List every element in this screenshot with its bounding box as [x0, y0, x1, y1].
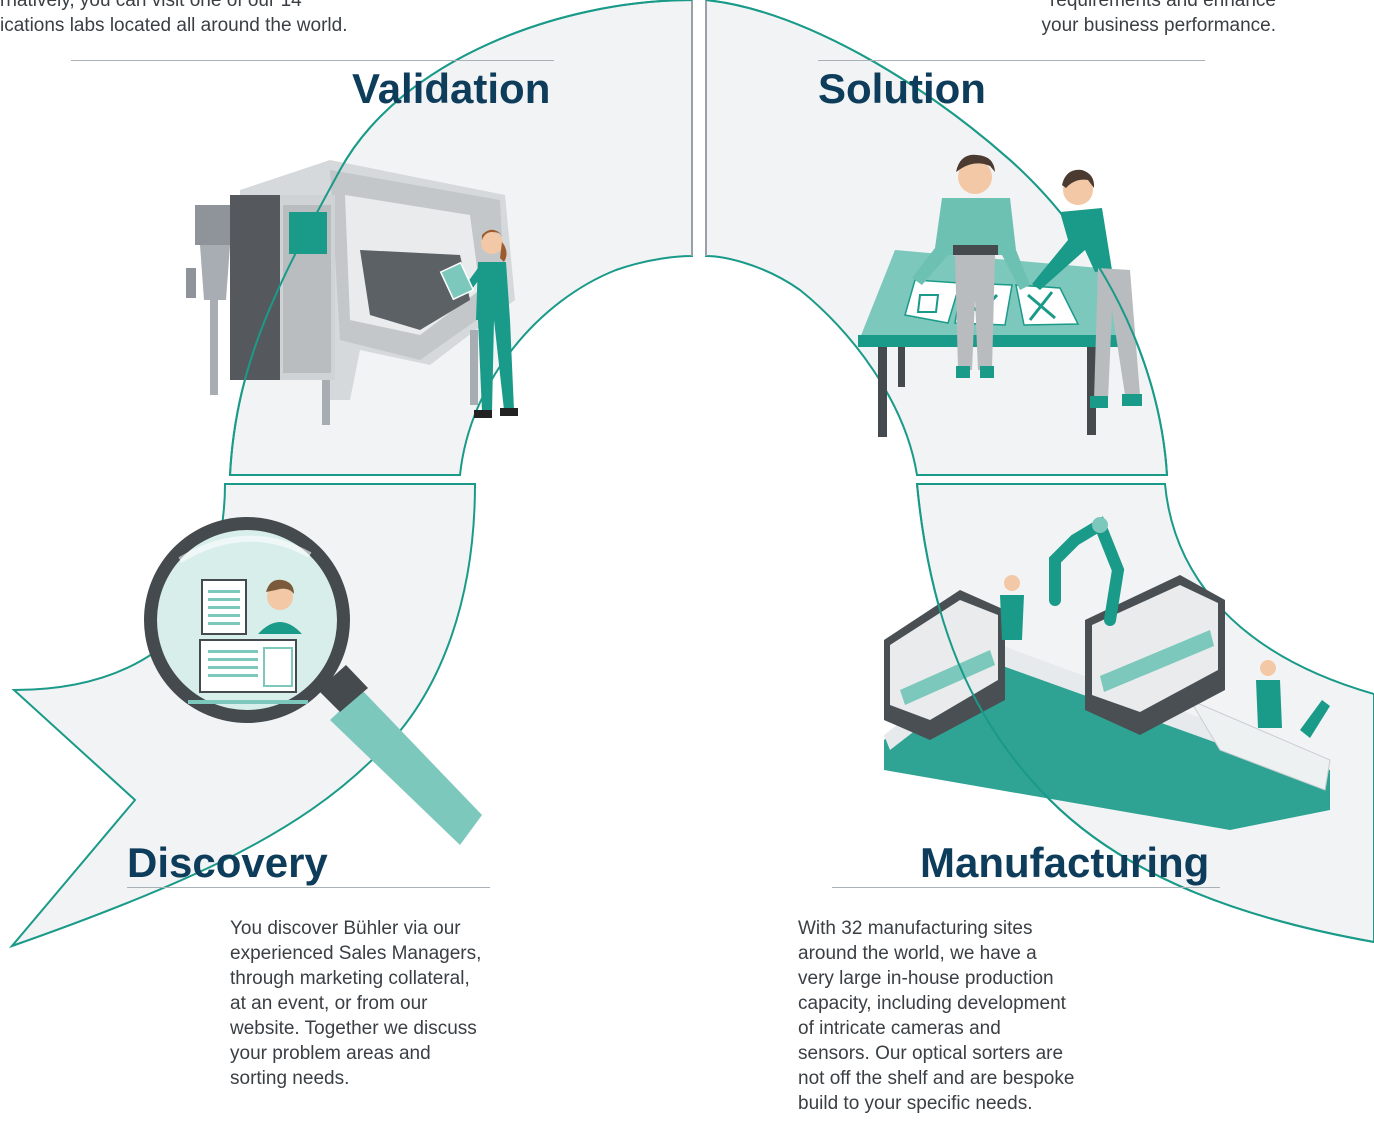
- solution-divider: [818, 60, 1205, 61]
- production-line-illustration: [884, 516, 1331, 830]
- heading-validation: Validation: [352, 65, 551, 112]
- solution-description: requirements and enhance your business p…: [1041, 0, 1276, 36]
- discovery-description: You discover Bühler via our experienced …: [230, 918, 482, 1089]
- magnifying-glass-illustration: [144, 517, 482, 845]
- cycle-arcs: [229, 0, 1374, 943]
- manufacturing-description: With 32 manufacturing sites around the w…: [798, 918, 1075, 1114]
- operator-woman-illustration: [439, 229, 518, 418]
- validation-description: rnatively, you can visit one of our 14 i…: [0, 0, 348, 36]
- manufacturing-divider: [832, 887, 1220, 888]
- validation-divider: [71, 60, 554, 61]
- optical-sorter-machine-illustration: [186, 160, 515, 425]
- planning-team-illustration: [858, 154, 1142, 437]
- heading-discovery: Discovery: [127, 839, 328, 886]
- heading-solution: Solution: [818, 65, 986, 112]
- heading-manufacturing: Manufacturing: [920, 839, 1210, 886]
- discovery-divider: [127, 887, 490, 888]
